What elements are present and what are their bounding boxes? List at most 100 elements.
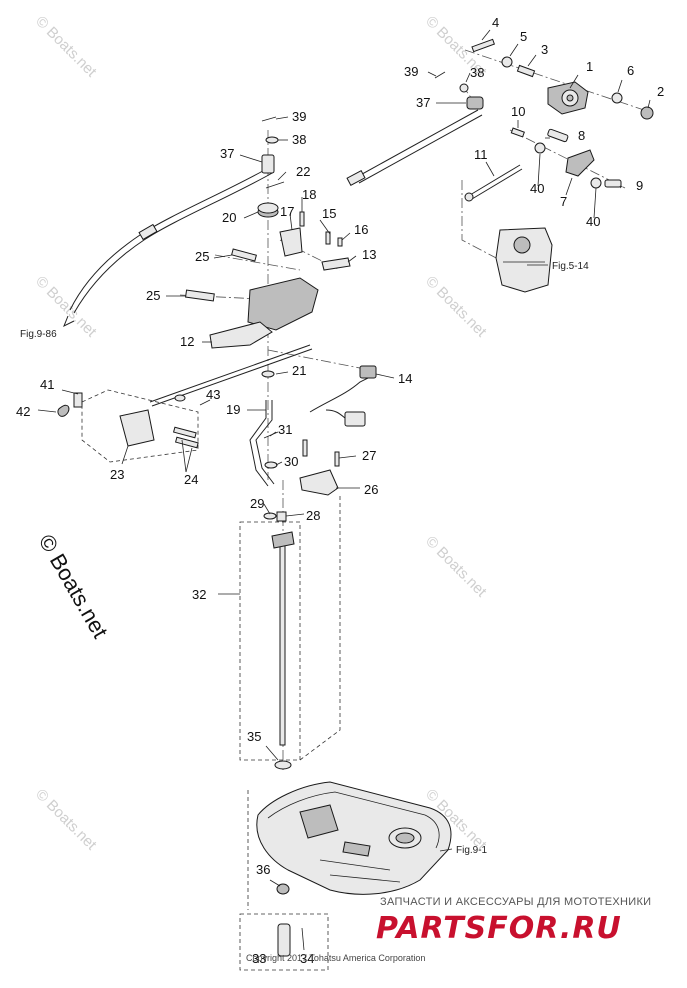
rod (469, 164, 521, 196)
copyright: Copyright 2017 Tohatsu America Corporati… (246, 953, 425, 963)
bracket-body (247, 277, 319, 331)
center-line (214, 254, 301, 271)
casing-detail (329, 874, 401, 883)
shift-cable (354, 109, 479, 179)
leader (617, 79, 623, 93)
bolt (471, 38, 496, 53)
casing-rim (267, 791, 440, 849)
callout-26: 26 (364, 482, 378, 497)
leader (239, 154, 263, 163)
switch-body (359, 365, 377, 379)
rod-end (464, 192, 474, 202)
callout-7: 7 (560, 194, 567, 209)
callout-40a: 40 (530, 181, 544, 196)
lever-hub (566, 94, 574, 102)
long-rod (149, 344, 311, 403)
washer (590, 177, 602, 189)
callout-33: 33 (252, 951, 266, 966)
leader (285, 513, 305, 517)
bushing (277, 923, 291, 957)
leader (199, 399, 211, 406)
leader (61, 389, 79, 395)
leader (481, 29, 491, 41)
callout-39b: 39 (404, 64, 418, 79)
leader (593, 187, 597, 219)
callout-37a: 37 (220, 146, 234, 161)
fig-ref-9-86: Fig.9-86 (20, 329, 57, 340)
shift-lever-bracket (299, 439, 340, 496)
cable-arrow (63, 315, 75, 328)
callout-42: 42 (16, 404, 30, 419)
leader (181, 439, 187, 473)
spring (57, 404, 70, 417)
bolt (337, 237, 343, 247)
collar (276, 511, 287, 522)
callout-21: 21 (292, 363, 306, 378)
bolt (185, 289, 215, 302)
grommet (257, 202, 279, 214)
leader (277, 171, 287, 181)
group-boxes (81, 389, 341, 971)
figure-references: Fig.9-86 Fig.5-14 Fig.9-1 (20, 261, 589, 856)
shift-cable (358, 114, 483, 184)
leader (319, 219, 331, 235)
group-box (299, 495, 341, 761)
callout-37b: 37 (416, 95, 430, 110)
throttle-cable (73, 171, 275, 314)
cable-end (138, 223, 158, 241)
bolt (299, 211, 305, 227)
callout-19: 19 (226, 402, 240, 417)
control-arm (209, 321, 273, 349)
casing-detail (319, 859, 391, 871)
casing-port (395, 832, 415, 844)
remote-bracket-group (57, 344, 313, 449)
washer (261, 370, 275, 378)
washer (611, 92, 623, 104)
lever-plate (299, 469, 339, 496)
callout-10: 10 (511, 104, 525, 119)
spacer (73, 392, 83, 408)
cotter-pin (261, 116, 277, 122)
neutral-switch (309, 365, 377, 427)
callout-8: 8 (578, 128, 585, 143)
washer (501, 56, 513, 68)
collar (174, 394, 186, 402)
center-line (461, 180, 501, 261)
callout-29: 29 (250, 496, 264, 511)
carb-detail (513, 236, 531, 254)
bolt (172, 426, 197, 439)
callout-22: 22 (296, 164, 310, 179)
leader (341, 232, 351, 241)
callout-25b: 25 (146, 288, 160, 303)
callout-28: 28 (306, 508, 320, 523)
remote-bracket (119, 409, 155, 447)
watermark: © Boats.net (32, 786, 100, 854)
cotter-pin (265, 181, 285, 189)
cable-joint (466, 96, 484, 110)
callout-39a: 39 (292, 109, 306, 124)
callout-27: 27 (362, 448, 376, 463)
shaft-top-lever (271, 531, 295, 549)
group-box (239, 521, 301, 761)
washer (534, 142, 546, 154)
callout-34: 34 (300, 951, 314, 966)
bracket-plate (279, 227, 303, 257)
leader (527, 54, 537, 67)
callout-16: 16 (354, 222, 368, 237)
callout-24: 24 (184, 472, 198, 487)
pin (547, 128, 569, 143)
callout-1: 1 (586, 59, 593, 74)
nut (640, 106, 654, 120)
callout-35: 35 (247, 729, 261, 744)
leader (647, 99, 651, 109)
watermark: © Boats.net (422, 273, 490, 341)
watermark: © Boats.net (32, 13, 100, 81)
collar (516, 64, 536, 78)
leader (243, 211, 259, 219)
callout-5: 5 (520, 29, 527, 44)
rod (471, 168, 523, 200)
cables (63, 109, 483, 328)
leader (121, 445, 129, 465)
leader (509, 43, 519, 57)
